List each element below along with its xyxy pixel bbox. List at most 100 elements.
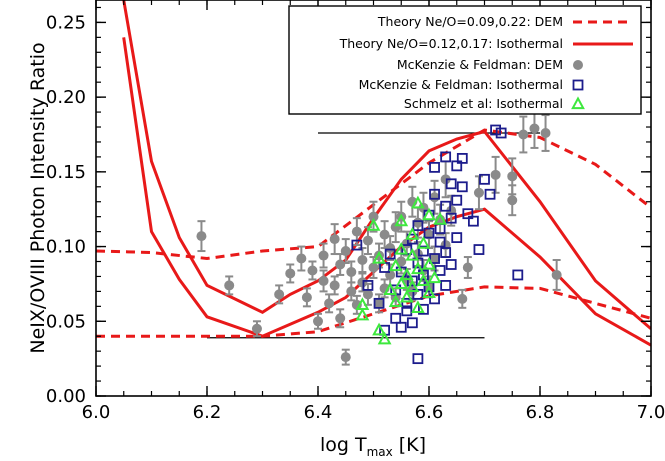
- isothermal-point: [440, 247, 452, 258]
- dem-point: [529, 123, 540, 134]
- schmelz-point: [394, 213, 409, 227]
- dem-point: [507, 171, 518, 182]
- y-tick-label: 0.20: [46, 87, 86, 108]
- dem-point: [329, 234, 340, 245]
- dem-point: [335, 259, 346, 270]
- isothermal-point: [418, 269, 429, 281]
- schmelz-point: [427, 270, 442, 284]
- schmelz-point: [405, 279, 420, 293]
- schmelz-point: [422, 256, 436, 270]
- dem-point: [490, 169, 501, 180]
- isothermal-point: [479, 173, 490, 185]
- x-axis-title: log Tmax [K]: [320, 434, 426, 459]
- isothermal-point: [445, 178, 457, 190]
- y-tick-label: 0.05: [46, 311, 86, 332]
- schmelz-point: [388, 258, 403, 272]
- dem-point: [301, 292, 312, 303]
- schmelz-point: [394, 276, 409, 290]
- dem-point: [357, 277, 368, 288]
- x-tick-label: 6.2: [193, 402, 222, 423]
- schmelz-point: [394, 241, 409, 255]
- dem-point: [518, 129, 529, 140]
- dem-point: [429, 192, 440, 203]
- x-tick-label: 7.0: [637, 402, 665, 423]
- isothermal-point: [406, 275, 418, 287]
- isothermal-point: [473, 244, 485, 255]
- dem-point: [551, 269, 562, 280]
- dem-point: [296, 253, 307, 264]
- dem-point: [340, 246, 351, 257]
- dem-point: [412, 217, 423, 228]
- isothermal-point: [490, 124, 502, 136]
- dem-point: [346, 286, 357, 297]
- y-axis-title: NeIX/OVIII Photon Intensity Ratio: [27, 42, 49, 353]
- isothermal-point: [406, 317, 418, 329]
- isothermal-point: [429, 293, 440, 305]
- schmelz-point: [388, 294, 403, 307]
- dem-point: [346, 266, 357, 277]
- schmelz-point: [433, 212, 448, 225]
- dem-point: [196, 231, 207, 242]
- legend-swatch-triangle: [571, 96, 585, 110]
- dem-point: [540, 127, 551, 138]
- schmelz-point: [377, 331, 392, 345]
- dem-point: [457, 293, 468, 304]
- isothermal-point: [418, 303, 429, 315]
- isothermal-point: [467, 215, 479, 227]
- dem-point: [251, 323, 262, 334]
- dem-point: [335, 313, 346, 324]
- legend-swatch-circle: [573, 60, 583, 70]
- isothermal-point: [395, 321, 407, 333]
- isothermal-point: [390, 312, 402, 324]
- isothermal-point: [434, 265, 446, 276]
- theory-dem-curve: [96, 285, 651, 338]
- legend-swatch-square: [572, 79, 584, 91]
- legend-label: McKenzie & Feldman: DEM: [397, 57, 563, 72]
- schmelz-point: [399, 289, 414, 303]
- isothermal-point: [456, 152, 468, 164]
- dem-point: [224, 280, 235, 291]
- isothermal-point: [429, 161, 440, 173]
- schmelz-point: [410, 261, 425, 275]
- y-tick-label: 0.00: [46, 386, 86, 407]
- dem-point: [340, 352, 351, 363]
- dem-point: [318, 250, 329, 261]
- isothermal-point: [373, 297, 385, 309]
- dem-point: [440, 174, 451, 185]
- dem-point: [274, 289, 285, 300]
- x-tick-label: 6.4: [304, 402, 333, 423]
- legend-label: Theory Ne/O=0.12,0.17: Isothermal: [339, 36, 563, 51]
- x-tick-label: 6.0: [82, 402, 111, 423]
- isothermal-point: [384, 248, 396, 260]
- isothermal-point: [440, 280, 452, 291]
- isothermal-point: [484, 188, 496, 200]
- schmelz-point: [372, 250, 386, 264]
- isothermal-point: [445, 259, 457, 270]
- dem-point: [368, 262, 379, 273]
- dem-point: [313, 316, 323, 327]
- isothermal-point: [462, 208, 474, 220]
- isothermal-point: [401, 297, 413, 309]
- schmelz-point: [422, 285, 436, 299]
- dem-point: [374, 298, 385, 309]
- dem-point: [385, 243, 396, 254]
- dem-point: [329, 280, 340, 291]
- isothermal-point: [362, 280, 374, 291]
- isothermal-point: [512, 269, 524, 281]
- schmelz-point: [372, 322, 386, 336]
- dem-point: [362, 235, 373, 246]
- isothermal-point: [412, 353, 424, 365]
- isothermal-point: [445, 212, 457, 224]
- dem-point: [396, 256, 407, 267]
- plot-area: [96, 0, 651, 366]
- isothermal-point: [412, 220, 424, 232]
- isothermal-point: [429, 188, 440, 200]
- schmelz-point: [410, 195, 425, 209]
- schmelz-point: [410, 300, 425, 313]
- schmelz-point: [416, 235, 431, 249]
- dem-point: [401, 238, 412, 249]
- schmelz-point: [399, 267, 414, 281]
- dem-point: [357, 255, 368, 266]
- legend-box: [288, 5, 642, 115]
